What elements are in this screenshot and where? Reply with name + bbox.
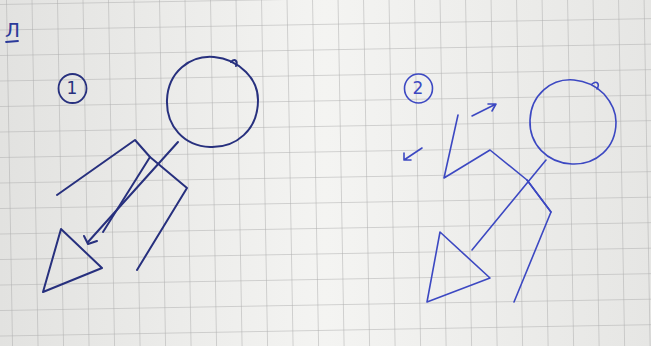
page-mark: Л (5, 20, 20, 40)
body-arrow-line (88, 142, 178, 242)
arm-leg-line (57, 140, 187, 270)
head-circle (530, 80, 616, 164)
callout-number: 2 (413, 80, 424, 97)
triangle (43, 229, 102, 292)
callout-number: 1 (67, 80, 78, 97)
stick-figure-2 (404, 80, 616, 302)
hair-loop (231, 60, 237, 66)
inner-line (103, 157, 150, 232)
callout-circle: 1 (57, 73, 88, 104)
head-circle (167, 57, 258, 147)
leg-line (527, 180, 551, 212)
callout-circle: 2 (403, 73, 434, 104)
hair-loop (592, 82, 598, 89)
stick-figure-1 (43, 57, 258, 292)
motion-arrow (404, 148, 422, 160)
arm-leg-line (444, 115, 551, 302)
arrowhead (84, 236, 97, 244)
body-line (472, 160, 546, 250)
triangle (427, 232, 490, 302)
circle-stroke (404, 74, 432, 103)
circle-stroke (58, 74, 86, 103)
motion-arrow (472, 104, 496, 116)
underline (6, 41, 18, 42)
